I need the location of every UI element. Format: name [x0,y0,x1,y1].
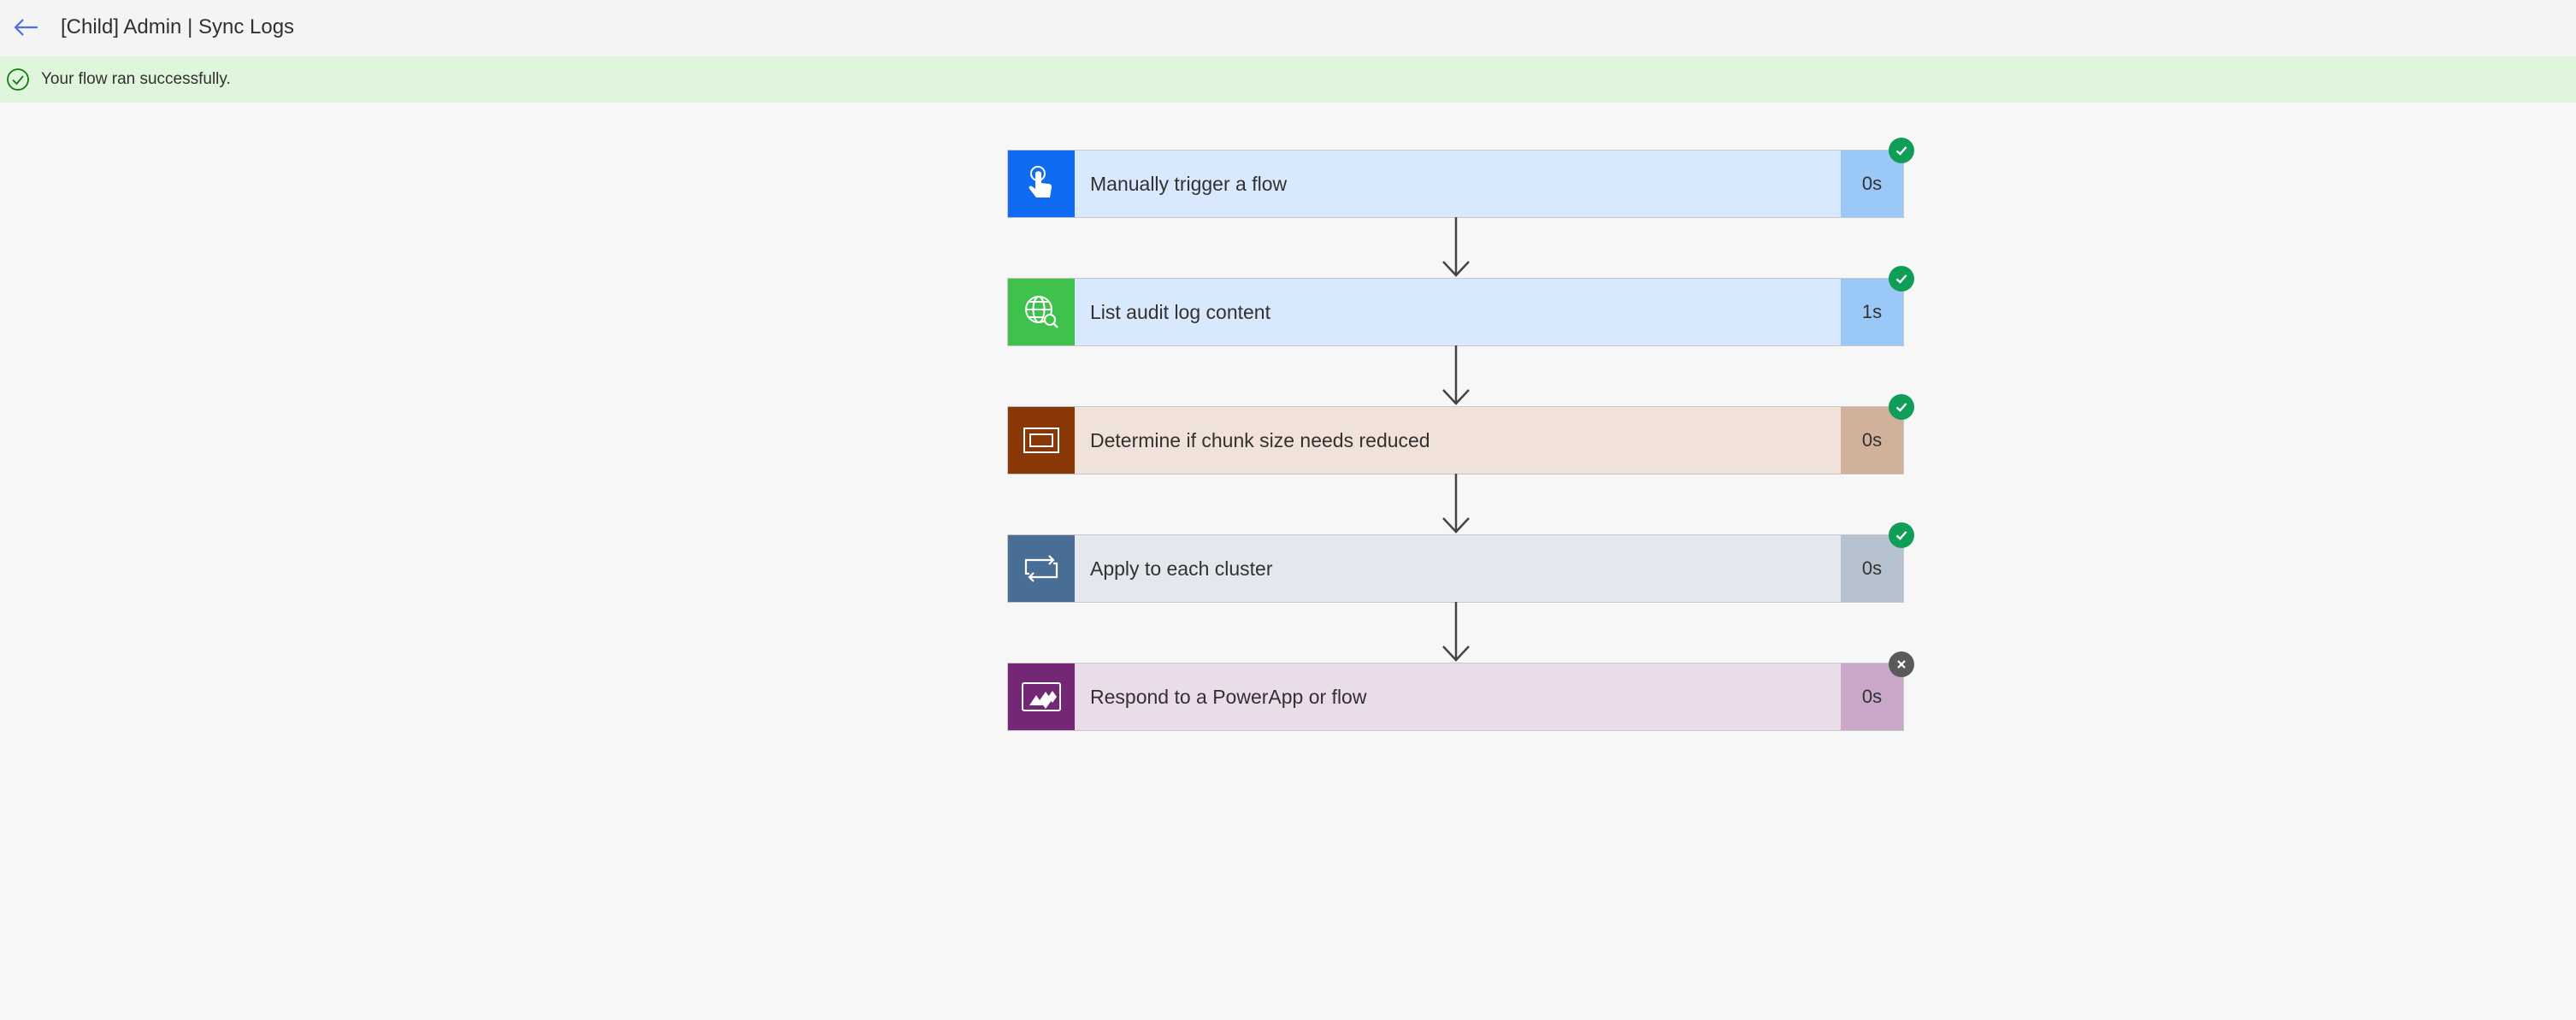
check-circle-icon [7,68,29,91]
flow-step-determine-chunk-size[interactable]: Determine if chunk size needs reduced 0s [1007,406,1904,475]
globe-search-icon [1025,296,1058,328]
status-succeeded-icon [1889,266,1914,292]
connector-arrow [1442,217,1470,277]
step-duration: 0s [1841,150,1903,217]
step-label: Manually trigger a flow [1090,173,1288,195]
step-duration: 0s [1841,535,1903,602]
step-label: Apply to each cluster [1090,557,1273,580]
connector-arrow [1442,602,1470,662]
flow-step-list-audit-log[interactable]: List audit log content 1s [1007,278,1904,346]
powerapps-icon [1022,682,1061,711]
banner-message: Your flow ran successfully. [41,70,231,88]
step-icon-block [1008,279,1075,345]
step-icon-block [1008,150,1075,217]
page-title: [Child] Admin | Sync Logs [61,15,295,38]
step-icon-block [1008,663,1075,730]
flow-step-apply-to-each[interactable]: Apply to each cluster 0s [1007,534,1904,603]
flow-step-manual-trigger[interactable]: Manually trigger a flow 0s [1007,150,1904,218]
status-succeeded-icon [1889,394,1914,420]
step-icon-block [1008,535,1075,602]
touch-trigger-icon [1029,166,1052,198]
step-duration: 1s [1841,279,1903,345]
step-duration: 0s [1841,663,1903,730]
step-label: Respond to a PowerApp or flow [1090,686,1367,708]
connector-arrow [1442,474,1470,534]
step-duration: 0s [1841,407,1903,474]
status-succeeded-icon [1889,522,1914,548]
step-label: List audit log content [1090,301,1270,323]
header-bar: [Child] Admin | Sync Logs [0,0,2576,55]
success-banner: Your flow ran successfully. [0,56,2576,103]
back-button[interactable] [9,10,43,44]
status-skipped-icon [1889,652,1914,677]
back-arrow-icon [14,19,38,36]
step-icon-block [1008,407,1075,474]
connector-arrow [1442,345,1470,405]
loop-icon [1024,555,1058,582]
scope-icon [1023,427,1059,453]
status-succeeded-icon [1889,138,1914,163]
step-label: Determine if chunk size needs reduced [1090,429,1430,451]
flow-step-respond-to-powerapp[interactable]: Respond to a PowerApp or flow 0s [1007,663,1904,731]
